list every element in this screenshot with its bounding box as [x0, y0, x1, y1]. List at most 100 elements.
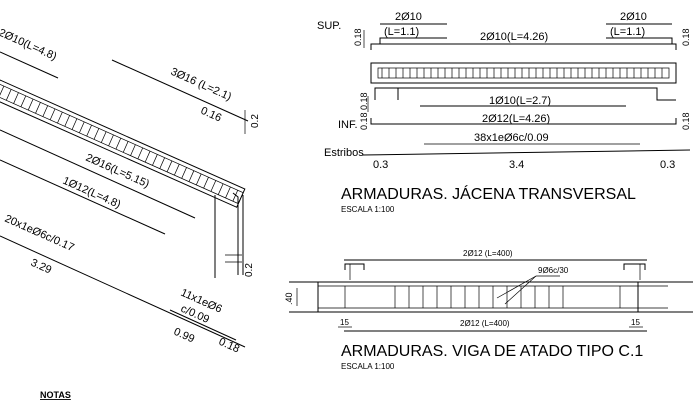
beam-body	[0, 79, 246, 208]
viga-stirrup-label: 9Ø6c/30	[538, 266, 569, 275]
stirrup-tick	[174, 164, 180, 176]
stirrup-tick	[225, 186, 231, 199]
stirrup-tick	[108, 134, 114, 147]
beam-inner	[0, 83, 244, 205]
jacena-scale: ESCALA 1:100	[341, 205, 395, 214]
top-left-bar	[379, 37, 447, 44]
stirrup-tick	[115, 138, 122, 150]
label-3016: 3Ø16 (L=2.1)	[169, 66, 233, 103]
sup-label: SUP.	[317, 20, 341, 32]
line-3016	[111, 59, 249, 122]
stirrup-tick	[195, 173, 202, 186]
stirrup-tick	[71, 118, 78, 130]
span-left: 0.3	[373, 159, 388, 171]
inf-1-label: 1Ø10(L=2.7)	[489, 95, 551, 107]
viga-height: .40	[284, 292, 294, 305]
stirrup-tick	[232, 190, 239, 202]
label-stirrups: 20x1eØ6c/0.17	[3, 213, 76, 254]
span-right: 0.3	[660, 159, 675, 171]
stirrup-tick	[27, 98, 34, 111]
jacena-beam-inner	[377, 67, 670, 79]
stirrups-label: 38x1eØ6c/0.09	[474, 132, 549, 144]
stirrup-tick	[122, 141, 129, 153]
viga-scale: ESCALA 1:100	[341, 362, 395, 371]
stirrup-tick	[0, 85, 5, 98]
dim-02-top: 0.2	[250, 114, 261, 128]
support-line-a	[232, 192, 239, 275]
label-1012: 1Ø12(L=4.8)	[61, 175, 123, 211]
dim-329: 3.29	[29, 257, 53, 277]
jacena-stirrups	[381, 68, 663, 78]
stirrup-tick	[42, 105, 49, 117]
stirrup-tick	[100, 131, 107, 143]
stirrup-tick	[159, 157, 165, 169]
jacena-transversal: SUP. 0.18 2Ø10 (L=1.1) 2Ø10(L=4.26) 2Ø10…	[317, 11, 691, 214]
stirrup-tick	[210, 180, 217, 192]
estribos-label: Estribos	[324, 147, 364, 159]
stirrup-tick	[13, 92, 19, 104]
top-left-count: 2Ø10	[395, 11, 422, 23]
inclined-beam-view: 2Ø10(L=4.8) 3Ø16 (L=2.1) 0.16 0.2 2Ø16(L…	[0, 27, 261, 356]
stirrup-tick	[181, 167, 187, 179]
viga-left-dim: 15	[340, 318, 349, 327]
inf-label: INF.	[338, 119, 358, 131]
top-left-len: (L=1.1)	[384, 26, 419, 38]
label-2016: 2Ø16(L=5.15)	[84, 152, 151, 191]
stirrup-tick	[130, 144, 136, 156]
dim-018: 0.18	[217, 336, 241, 356]
viga-bottom-bar-label: 2Ø12 (L=400)	[460, 319, 510, 328]
jacena-left-hook	[374, 87, 399, 100]
stirrup-tick	[93, 128, 100, 140]
stirrup-tick	[144, 151, 151, 163]
stirrup-tick	[5, 89, 12, 101]
stirrup-tick	[217, 183, 224, 195]
top-mid-bar	[370, 43, 677, 50]
stirrup-tick	[137, 147, 144, 160]
label-top-rebar: 2Ø10(L=4.8)	[0, 27, 58, 63]
stirrup-tick	[57, 111, 63, 124]
stirrup-tick	[166, 160, 173, 173]
dim-018-a: 0.18	[353, 28, 363, 46]
stirrup-tick	[188, 170, 195, 182]
stirrup-tick	[20, 95, 27, 107]
stirrup-tick	[35, 102, 41, 114]
top-rebar-line	[0, 51, 59, 79]
beam-stirrups	[0, 85, 239, 202]
stirrup-tick	[203, 177, 209, 189]
viga-stirrups	[344, 286, 621, 308]
viga-stirrup-arrow-b	[504, 275, 537, 305]
dim-018-d: 0.18	[359, 112, 369, 130]
dim-02-bottom: 0.2	[244, 263, 255, 277]
line-11x	[169, 309, 237, 341]
viga-atado: 2Ø12 (L=400) 9Ø6c/30 .40 15 2Ø12 (L=400)…	[284, 249, 693, 371]
jacena-title: ARMADURAS. JÁCENA TRANSVERSAL	[341, 184, 636, 203]
stirrup-tick	[79, 121, 85, 133]
stirrup-tick	[152, 154, 158, 166]
line-2016	[0, 129, 196, 219]
top-mid-label: 2Ø10(L=4.26)	[480, 31, 548, 43]
top-right-len: (L=1.1)	[610, 26, 645, 38]
span-mid: 3.4	[509, 159, 524, 171]
line-1012	[0, 159, 166, 235]
line-stirrups	[0, 235, 246, 348]
top-right-count: 2Ø10	[620, 11, 647, 23]
beam-outline	[0, 79, 246, 208]
viga-left-hook	[344, 263, 365, 270]
viga-top-bar-label: 2Ø12 (L=400)	[463, 249, 513, 258]
viga-title: ARMADURAS. VIGA DE ATADO TIPO C.1	[341, 343, 643, 360]
dim-099: 0.99	[172, 326, 196, 346]
span-dim-line	[361, 149, 691, 156]
viga-stirrup-arrow-a	[496, 275, 537, 299]
jacena-beam-outline	[370, 62, 677, 84]
inf-2-line	[370, 118, 677, 125]
inf-2-label: 2Ø12(L=4.26)	[482, 113, 550, 125]
dim-018-c: 0.18	[359, 92, 369, 110]
dim-018-e: 0.18	[681, 112, 691, 130]
stirrup-tick	[86, 124, 92, 137]
viga-right-hook	[623, 263, 646, 270]
notes-heading: NOTAS	[40, 390, 71, 400]
jacena-right-hook	[396, 87, 676, 101]
viga-right-dim: 15	[631, 318, 640, 327]
dim-018-b: 0.18	[681, 28, 691, 46]
